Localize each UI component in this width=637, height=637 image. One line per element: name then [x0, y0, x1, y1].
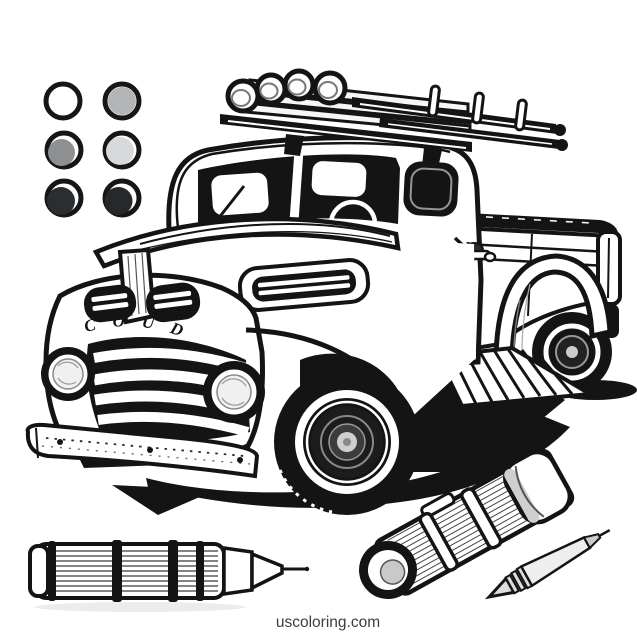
cowl-vent	[237, 258, 371, 312]
watermark-text: uscoloring.com	[276, 614, 380, 631]
fineliner-pen	[28, 540, 310, 612]
side-window	[403, 161, 459, 217]
rack-peg	[514, 98, 528, 132]
color-swatch-black[interactable]	[102, 178, 142, 218]
rear-fender	[493, 253, 613, 359]
swatch-fill	[108, 87, 136, 115]
headlight-left	[41, 347, 95, 401]
color-swatch-pale-gray[interactable]	[102, 130, 142, 170]
headlight-right	[203, 361, 265, 423]
color-palette	[43, 81, 142, 218]
swatch-fill	[106, 137, 134, 165]
nose-vent-left	[83, 284, 137, 323]
tube-opening	[379, 559, 406, 585]
front-bumper	[25, 422, 260, 479]
steering-wheel	[328, 199, 378, 225]
swatch-fill	[48, 139, 75, 166]
rack-peg	[427, 84, 441, 118]
swatch-fill	[47, 187, 75, 215]
front-wheel	[274, 369, 420, 515]
color-swatch-charcoal[interactable]	[44, 178, 84, 218]
hood	[92, 216, 401, 312]
color-swatch-medium-gray[interactable]	[44, 130, 84, 170]
crayon-tube	[359, 448, 575, 599]
swatch-fill	[49, 87, 77, 115]
color-swatch-light-gray[interactable]	[102, 81, 142, 121]
front-grille: C O U D	[41, 247, 265, 468]
pen-cone	[250, 551, 284, 591]
wiper	[212, 185, 246, 225]
nose-vent-right	[145, 282, 201, 323]
rack-peg	[471, 91, 485, 125]
roof-rack	[220, 68, 568, 168]
pickup-truck: C O U D	[25, 68, 622, 515]
pipe-ends	[225, 68, 348, 114]
swatch-fill	[104, 187, 133, 215]
color-swatch-white[interactable]	[43, 81, 83, 121]
windshield-divider	[289, 151, 304, 225]
pen-collar	[222, 545, 254, 597]
ballpoint-refill	[484, 529, 611, 600]
